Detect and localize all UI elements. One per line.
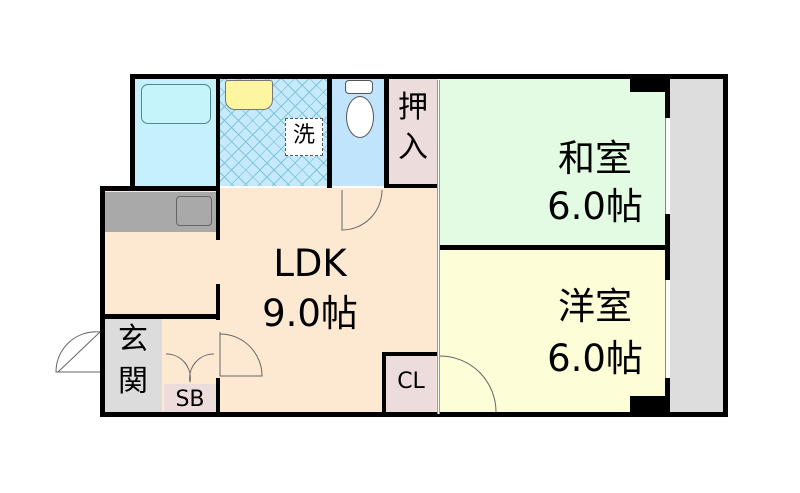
wall-cl-left	[382, 352, 386, 414]
wall-bath-wash	[216, 74, 220, 188]
toilet-bowl	[346, 96, 374, 138]
wall-washitsu-yoshitsu	[438, 245, 670, 250]
washitsu-size: 6.0帖	[547, 185, 643, 228]
washbasin	[225, 80, 273, 110]
shoe-box	[164, 384, 216, 412]
wall-kitchen-bottom	[100, 314, 220, 319]
wall-top	[130, 74, 728, 79]
wall-toilet-oshiire	[384, 74, 389, 188]
cl-closet	[386, 356, 436, 412]
kitchen-sink	[176, 196, 212, 226]
window-washitsu	[665, 118, 670, 214]
wall-right	[723, 74, 728, 417]
washitsu-label: 和室	[558, 137, 632, 180]
pillar-bottom	[630, 396, 668, 414]
washroom-label-box	[285, 118, 323, 156]
shoebox-label: SB	[175, 387, 205, 412]
pillar-top	[630, 74, 668, 92]
oshiire-label-1: 押	[398, 90, 428, 125]
wall-wash-toilet	[327, 74, 332, 188]
washitsu-room	[440, 78, 668, 248]
wall-bottom	[100, 412, 728, 417]
cl-label: CL	[397, 369, 425, 394]
toilet-tank	[345, 80, 373, 94]
wall-left-lower	[100, 186, 105, 417]
washroom-label: 洗	[292, 123, 315, 148]
balcony	[670, 78, 725, 415]
genkan-label-1: 玄	[118, 322, 148, 357]
wall-left-upper	[130, 74, 135, 188]
window-yoshitsu	[665, 280, 670, 378]
wall-toilet-bottom	[384, 184, 438, 188]
sliding-door	[437, 80, 440, 414]
oshiire-closet	[388, 78, 438, 186]
yoshitsu-room	[440, 250, 668, 415]
bathtub	[141, 84, 211, 124]
genkan-entrance	[104, 318, 162, 412]
oshiire-label-2: 入	[398, 130, 428, 165]
wall-sb-right	[216, 378, 220, 416]
yoshitsu-label: 洋室	[558, 285, 632, 328]
wall-cl-top	[382, 352, 440, 356]
wall-kitchen-divider-lower	[216, 284, 220, 320]
yoshitsu-size: 6.0帖	[547, 337, 643, 380]
wall-kitchen-top	[100, 186, 220, 191]
genkan-label-2: 関	[118, 364, 148, 399]
wall-kitchen-divider-upper	[216, 188, 220, 240]
wall-balcony-side	[665, 74, 670, 417]
ldk-size: 9.0帖	[262, 292, 358, 335]
ldk-label: LDK	[273, 242, 347, 285]
